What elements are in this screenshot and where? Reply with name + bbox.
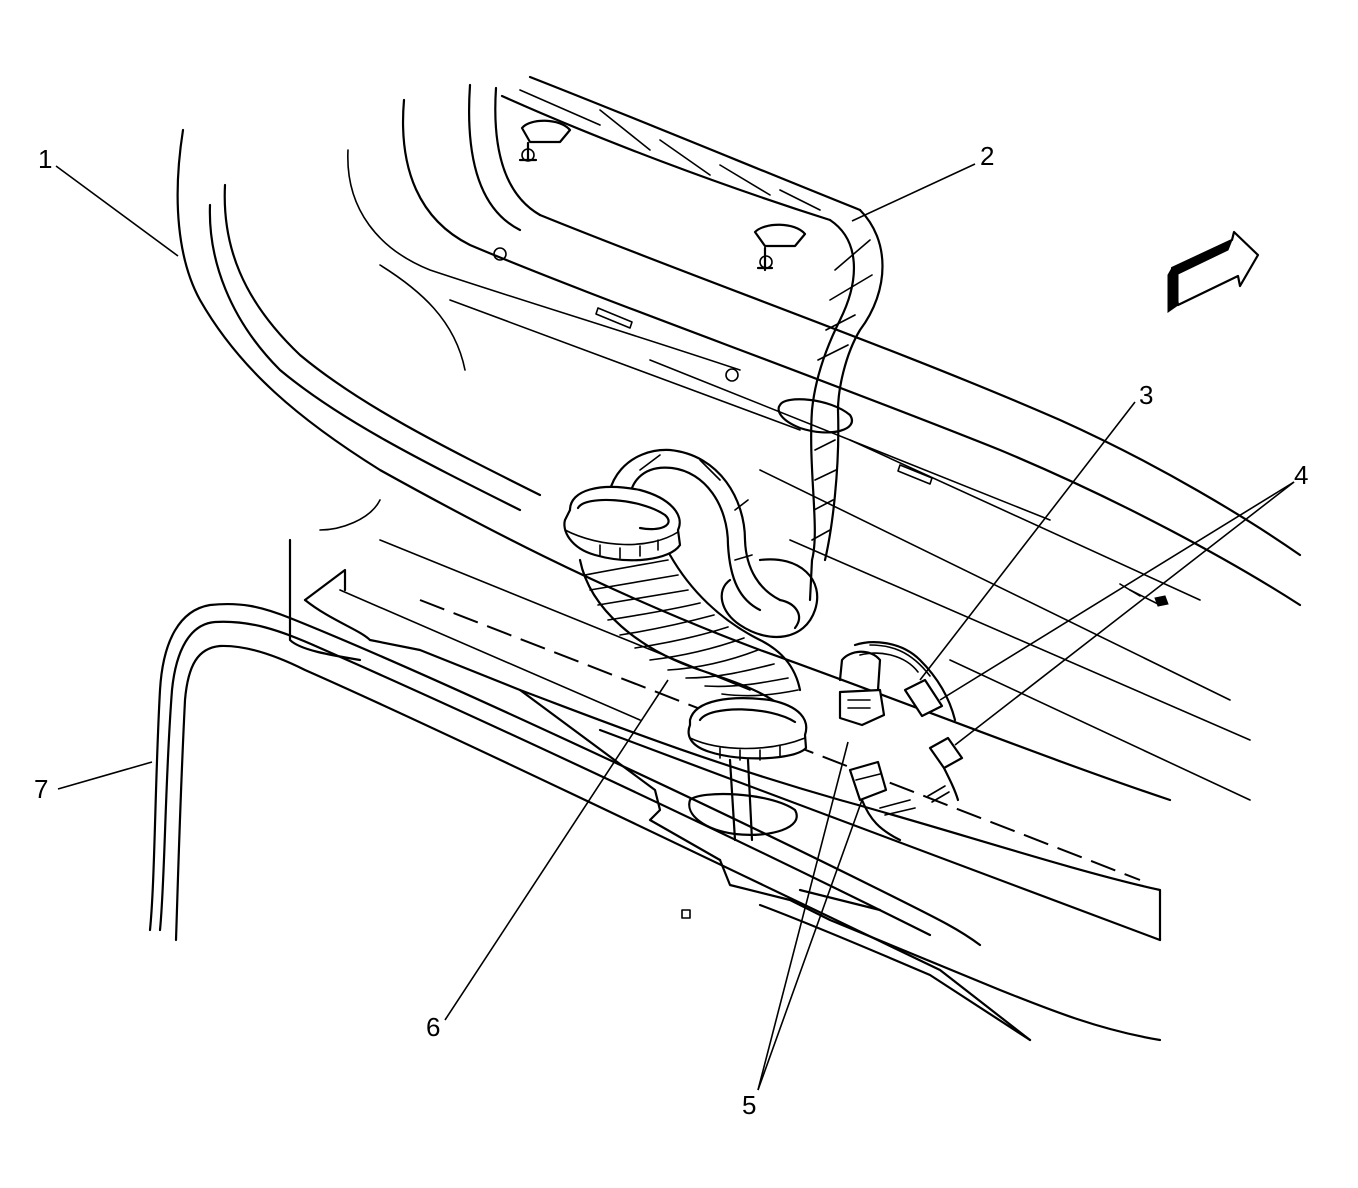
center-harness-loop <box>607 448 819 639</box>
harness-connectors <box>838 641 964 842</box>
callout-4: 4 <box>1294 460 1308 490</box>
callout-7: 7 <box>34 774 48 804</box>
back-glass <box>148 602 1032 1042</box>
upper-wiring-harness <box>500 75 884 602</box>
callout-1: 1 <box>38 144 52 174</box>
corrugated-conduit <box>563 485 808 842</box>
callout-5: 5 <box>742 1090 756 1120</box>
leader-lines <box>55 163 1295 1091</box>
body-panel <box>176 83 1302 1042</box>
callout-3: 3 <box>1139 380 1153 410</box>
callout-6: 6 <box>426 1012 440 1042</box>
callout-2: 2 <box>980 141 994 171</box>
front-direction-arrow-icon <box>1167 230 1260 313</box>
